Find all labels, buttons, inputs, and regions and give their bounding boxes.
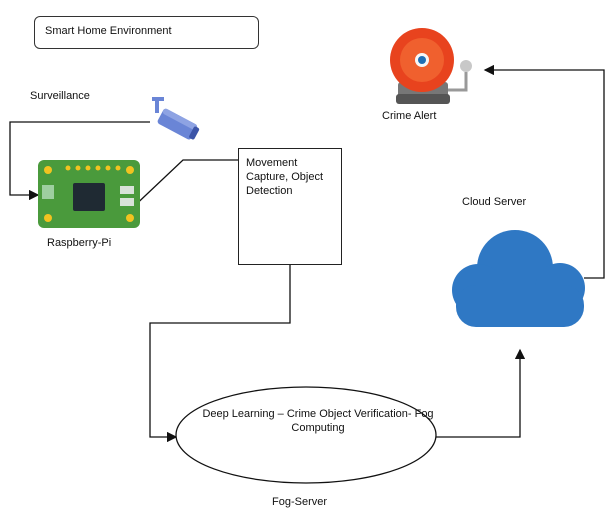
process-box: Movement Capture, Object Detection [238,148,342,265]
surveillance-label: Surveillance [30,90,90,102]
process-box-text: Movement Capture, Object Detection [246,157,324,197]
environment-box: Smart Home Environment [34,16,259,49]
camera-to-board-connector [9,121,150,201]
fog-process-text: Deep Learning – Crime Object Verificatio… [202,408,434,434]
process-to-fog-connector [149,265,291,443]
fog-to-cloud-connector [436,348,526,438]
crime-alert-label: Crime Alert [382,110,437,122]
cctv-camera-icon [152,97,200,140]
board-to-process-connector [127,159,238,213]
cloud-to-alert-connector [483,64,605,279]
alarm-bell-icon [390,28,472,104]
raspberry-pi-label: Raspberry-Pi [47,237,112,249]
cloud-icon [452,230,585,327]
fog-server-label: Fog-Server [272,496,328,508]
environment-label: Smart Home Environment [45,25,172,37]
cloud-server-label: Cloud Server [462,196,527,208]
fog-process-ellipse [175,386,437,484]
raspberry-pi-board-icon [38,160,140,228]
